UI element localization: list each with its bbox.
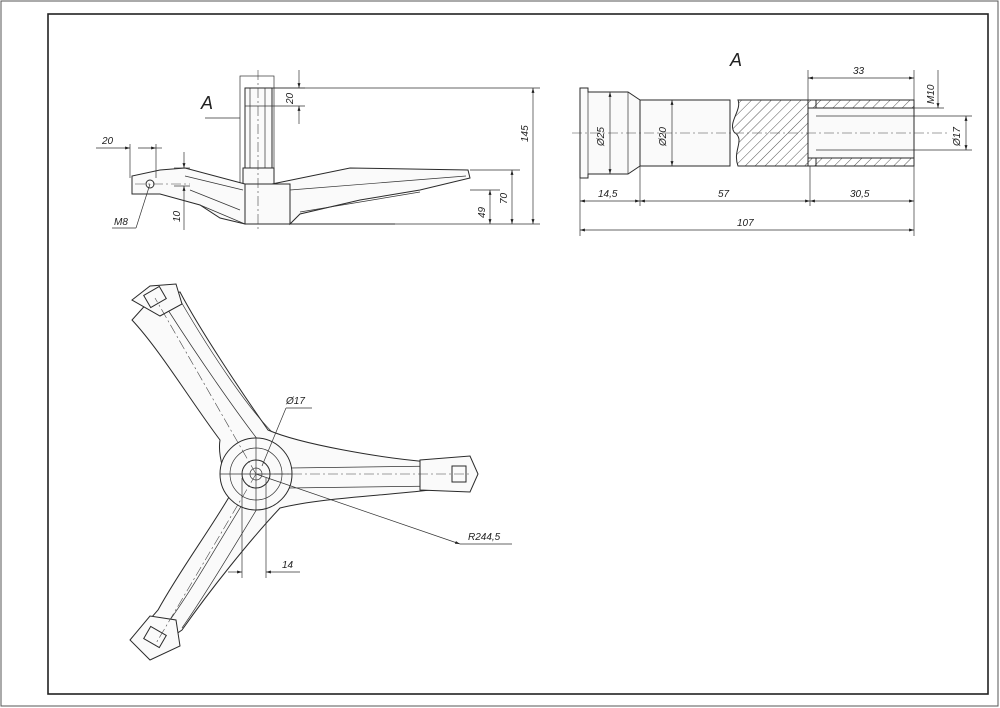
dim-mid-height: 49: [477, 206, 488, 218]
dim-shaft-length: 57: [718, 189, 730, 200]
shaft: [244, 87, 273, 184]
inner-frame: [47, 13, 989, 695]
dim-arm-thickness: 10: [172, 210, 183, 222]
dim-shaft-height: 20: [285, 92, 296, 105]
dim-arm-radius: R244,5: [468, 532, 501, 543]
dim-arm-height: 70: [499, 192, 510, 204]
spider-arm-right: [271, 167, 471, 226]
detail-view-a: A 33 M10 Ø17 Ø25: [572, 50, 972, 236]
side-view: A 20 145 70 49 20 M8: [96, 70, 540, 232]
dim-hole-thread: M8: [114, 217, 128, 228]
view-a-label: A: [200, 93, 213, 113]
dim-thread-size: M10: [926, 84, 937, 104]
hub-body: [244, 183, 291, 225]
detail-view-label: A: [729, 50, 742, 70]
dim-flange-length: 14,5: [598, 189, 618, 200]
dim-total-height: 145: [520, 125, 531, 142]
dim-flange-diameter: Ø25: [596, 127, 607, 147]
dim-end-length: 30,5: [850, 189, 870, 200]
dim-hub-diameter: Ø17: [285, 396, 305, 407]
spider-arm-left: [131, 167, 246, 225]
dim-hole-offset: 20: [101, 136, 114, 147]
dim-shaft-diameter: Ø20: [658, 127, 669, 147]
dim-thread-length: 33: [853, 66, 865, 77]
top-view: Ø17 R244,5 14: [129, 283, 512, 661]
dim-total-length: 107: [737, 218, 754, 229]
spider-body: [131, 291, 471, 653]
dim-bore-diameter: Ø17: [952, 127, 963, 147]
dim-hub-offset: 14: [282, 560, 294, 571]
